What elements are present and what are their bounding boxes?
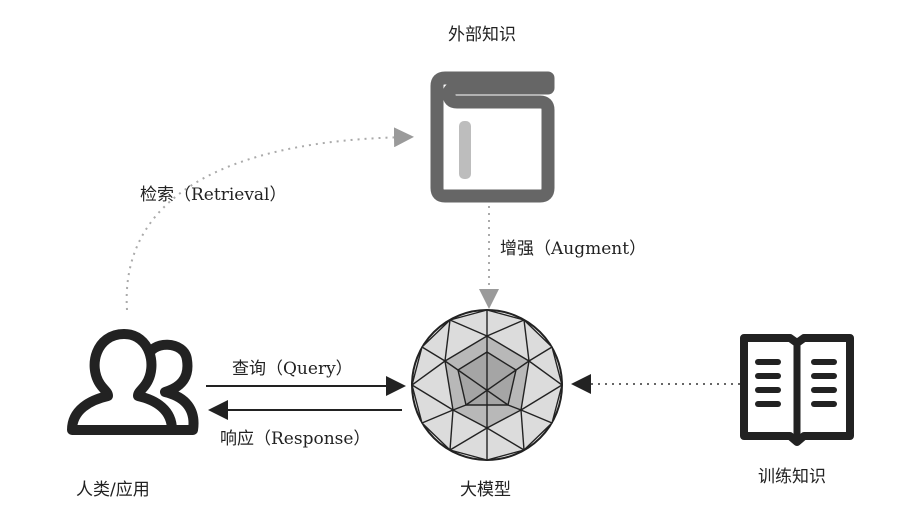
retrieval-arrow xyxy=(125,127,414,311)
open-book-icon xyxy=(740,334,854,446)
augment-label: 增强（Augment） xyxy=(500,239,647,259)
external-knowledge-label: 外部知识 xyxy=(448,25,516,45)
retrieval-label: 检索（Retrieval） xyxy=(140,185,287,205)
users-apps-label: 人类/应用 xyxy=(76,480,150,500)
response-label: 响应（Response） xyxy=(220,429,371,449)
large-model-label: 大模型 xyxy=(460,480,511,500)
training-knowledge-label: 训练知识 xyxy=(758,467,826,487)
users-icon xyxy=(67,329,199,435)
query-label: 查询（Query） xyxy=(232,359,353,379)
polyhedron-icon xyxy=(411,309,563,461)
book-icon xyxy=(430,71,555,203)
